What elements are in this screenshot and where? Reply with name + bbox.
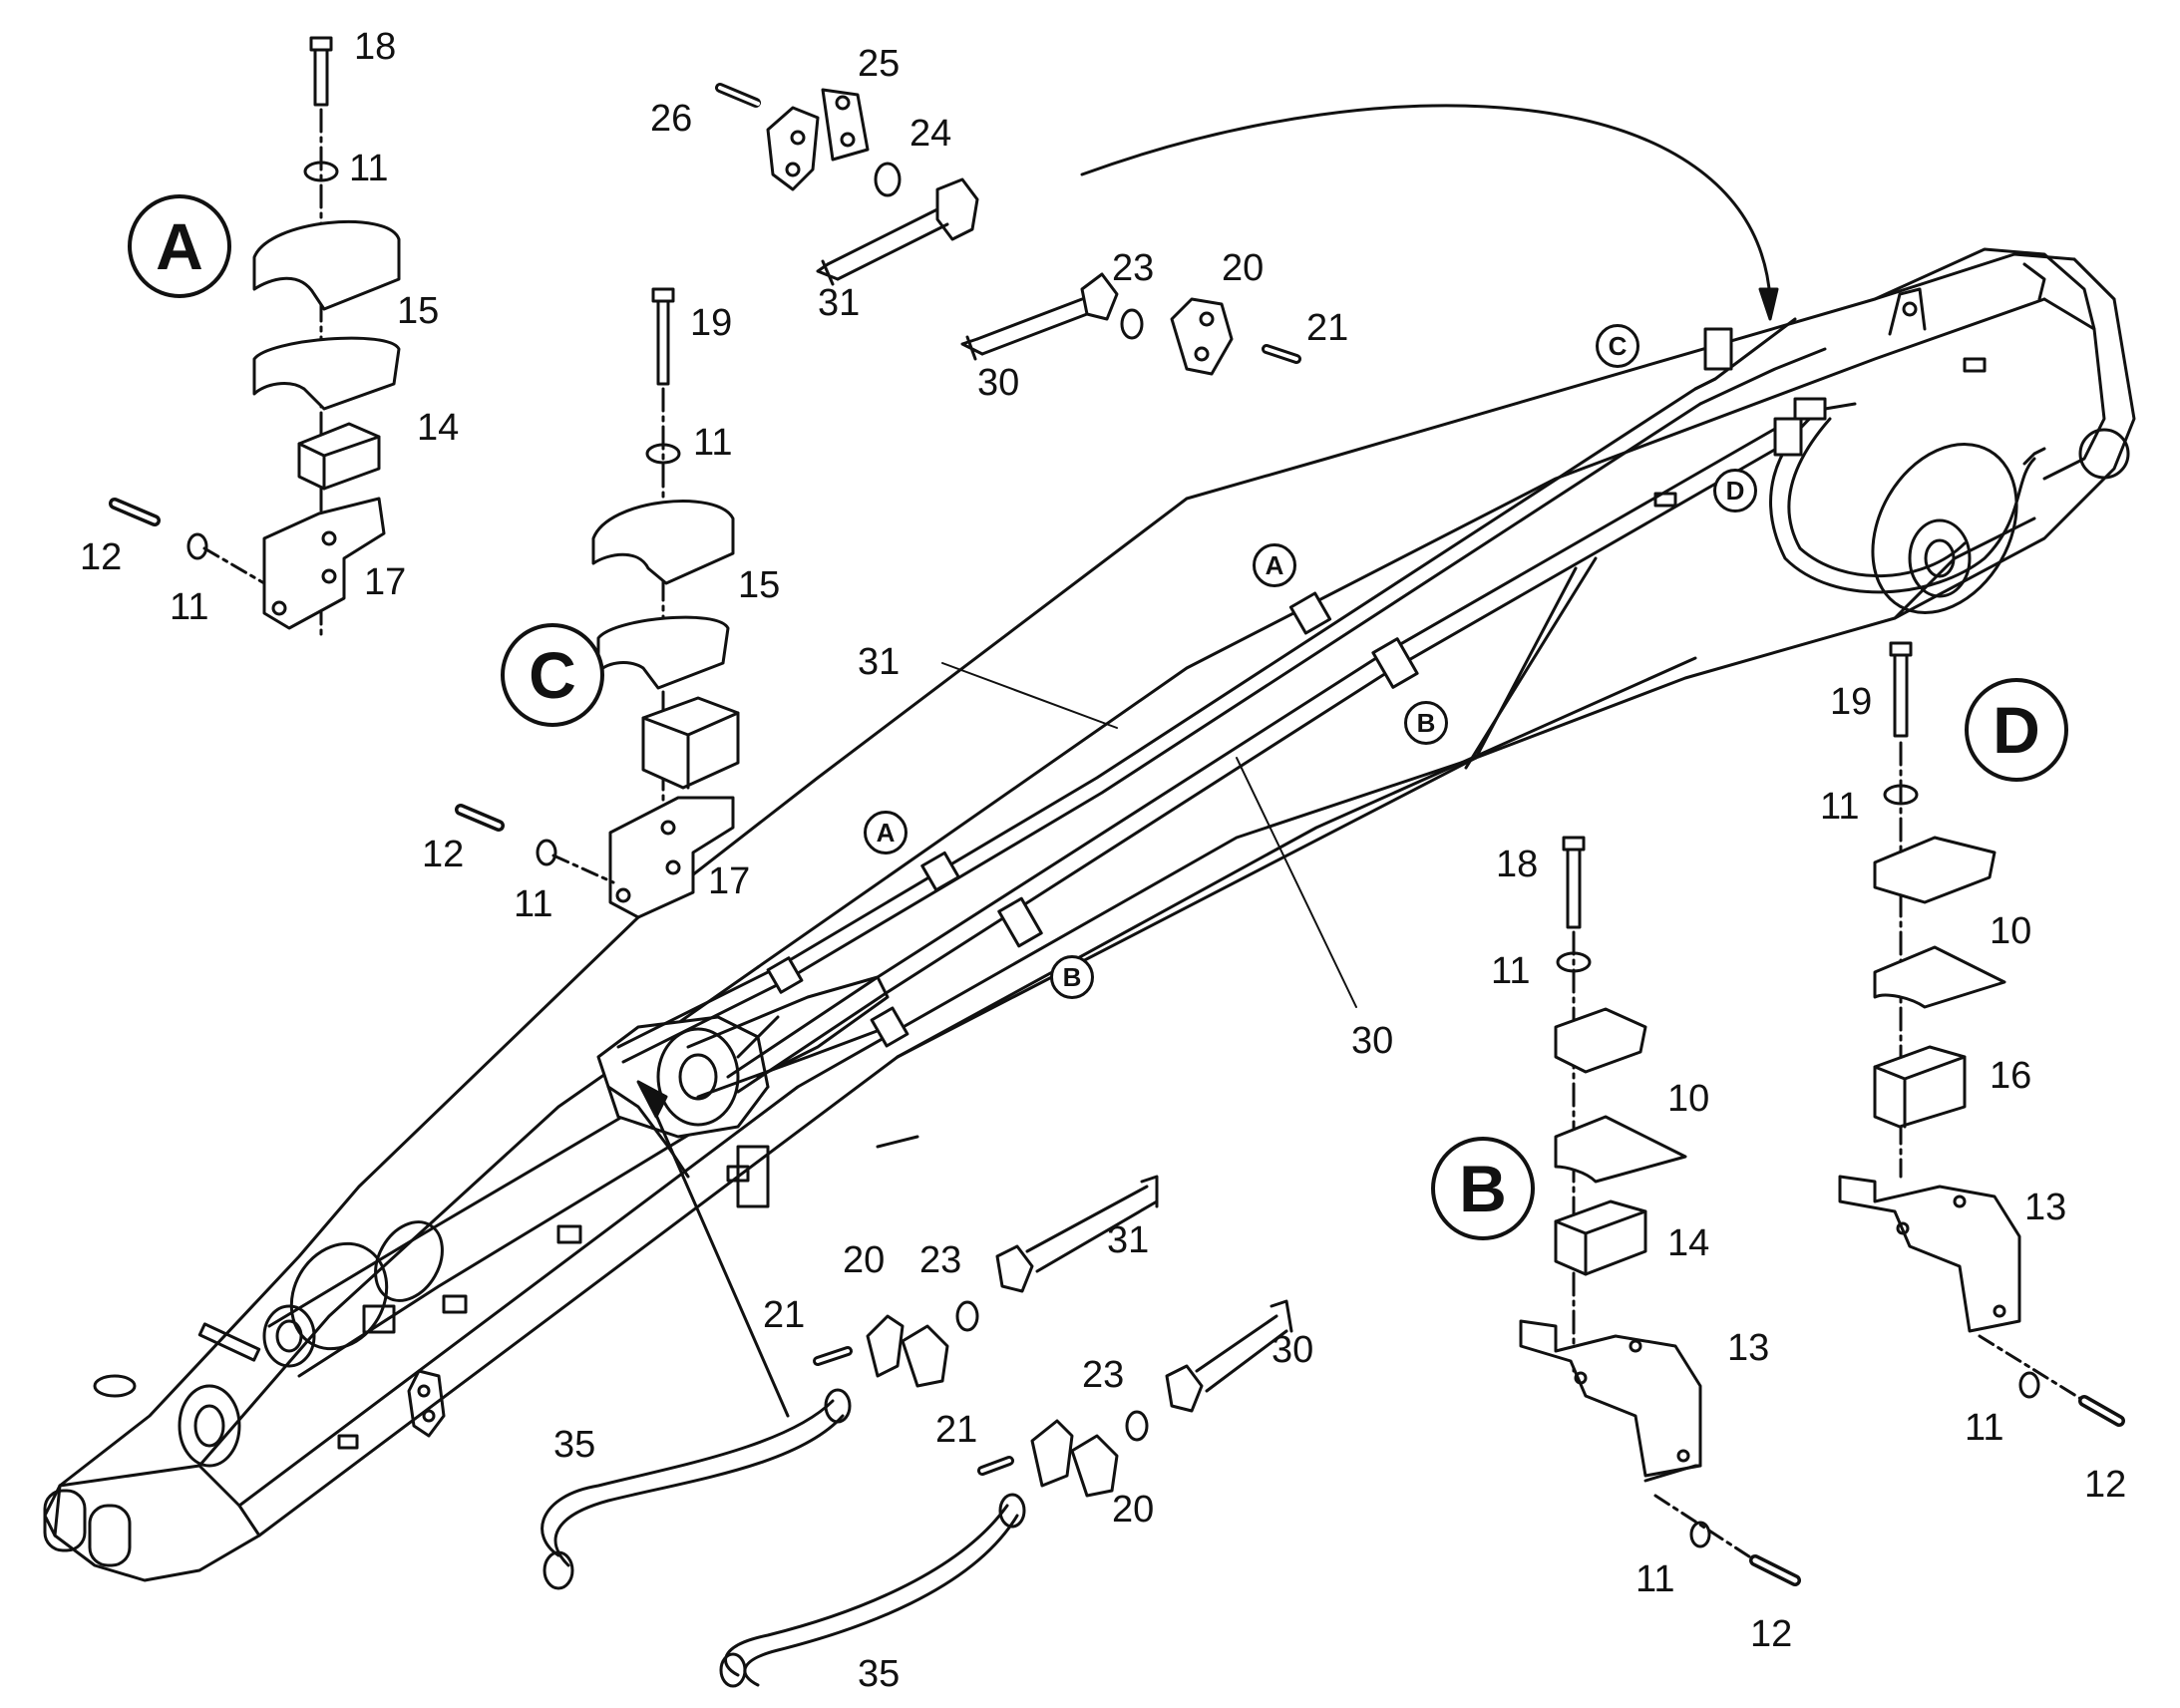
label-top-25: 25	[858, 43, 901, 85]
ref-b-upper: B	[1404, 701, 1448, 745]
label-d-11-top: 11	[1820, 786, 1860, 828]
label-b-18: 18	[1496, 844, 1539, 885]
detail-a-exploded	[115, 38, 399, 638]
label-d-16: 16	[1990, 1055, 2032, 1097]
label-boom-30: 30	[1351, 1020, 1394, 1062]
detail-c-label: C	[501, 623, 604, 727]
hose-lines	[618, 106, 2044, 1416]
label-right-20: 20	[1222, 247, 1265, 289]
ref-d: D	[1713, 469, 1757, 512]
ref-c: C	[1596, 324, 1639, 368]
label-bottom-23-lower: 23	[1082, 1354, 1125, 1396]
detail-b-label: B	[1431, 1137, 1535, 1240]
label-d-12: 12	[2084, 1464, 2127, 1506]
bottom-flange-assembly-upper	[543, 1177, 1157, 1588]
label-bottom-23-upper: 23	[919, 1239, 962, 1281]
boom-leaders	[942, 663, 1356, 1007]
label-b-13: 13	[1727, 1327, 1770, 1369]
label-bottom-20-upper: 20	[843, 1239, 886, 1281]
label-d-10: 10	[1990, 910, 2032, 952]
label-b-11-bottom: 11	[1635, 1558, 1675, 1600]
ref-a-upper: A	[1253, 543, 1296, 587]
label-top-31: 31	[818, 282, 861, 324]
detail-d-exploded	[1840, 643, 2119, 1421]
label-a-15: 15	[397, 290, 440, 332]
label-a-11-bottom: 11	[170, 586, 209, 628]
label-a-14: 14	[417, 407, 460, 449]
label-c-15: 15	[738, 564, 781, 606]
detail-c-exploded	[461, 289, 738, 917]
bottom-flange-assembly-lower	[721, 1301, 1291, 1686]
ref-a-lower: A	[864, 811, 908, 854]
label-a-12: 12	[80, 536, 123, 578]
label-bottom-31: 31	[1107, 1219, 1150, 1261]
label-right-23: 23	[1112, 247, 1155, 289]
ref-b-lower: B	[1050, 955, 1094, 999]
top-flange-assembly	[720, 88, 977, 284]
label-top-24: 24	[909, 113, 952, 155]
detail-b-exploded	[1521, 838, 1795, 1580]
label-bottom-30: 30	[1272, 1329, 1314, 1371]
label-right-30: 30	[977, 362, 1020, 404]
label-c-12: 12	[422, 834, 465, 875]
label-b-11-top: 11	[1491, 950, 1531, 992]
label-boom-31: 31	[858, 641, 901, 683]
label-top-26: 26	[650, 98, 693, 140]
label-a-17: 17	[364, 561, 407, 603]
label-a-18: 18	[354, 26, 397, 68]
right-flange-assembly	[962, 274, 1296, 374]
label-b-12: 12	[1750, 1613, 1793, 1655]
label-c-11-top: 11	[693, 422, 733, 464]
label-d-11-bottom: 11	[1965, 1407, 2004, 1449]
label-bottom-20-lower: 20	[1112, 1489, 1155, 1531]
detail-d-label: D	[1965, 678, 2068, 782]
label-bottom-35-upper: 35	[553, 1424, 596, 1466]
label-d-13: 13	[2024, 1187, 2067, 1228]
label-c-11-bottom: 11	[514, 883, 553, 925]
detail-a-label: A	[128, 194, 231, 298]
label-b-14: 14	[1667, 1222, 1710, 1264]
label-c-17: 17	[708, 860, 751, 902]
label-right-21: 21	[1306, 307, 1349, 349]
label-a-11-top: 11	[349, 148, 389, 189]
label-bottom-21-upper: 21	[763, 1294, 806, 1336]
label-bottom-35-lower: 35	[858, 1653, 901, 1695]
label-d-19: 19	[1830, 681, 1873, 723]
label-c-19: 19	[690, 302, 733, 344]
label-bottom-21-lower: 21	[935, 1409, 978, 1451]
label-b-10: 10	[1667, 1078, 1710, 1120]
